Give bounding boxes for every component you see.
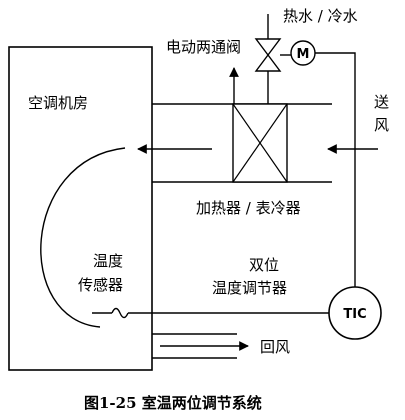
control-signal-line: [315, 52, 356, 288]
water-label: 热水 / 冷水: [283, 7, 358, 25]
figure-caption: 图1-25 室温两位调节系统: [84, 394, 262, 412]
coil-box: [232, 103, 288, 183]
controller-label-1: 双位: [249, 256, 279, 274]
two-way-valve: [254, 38, 282, 72]
valve-label: 电动两通阀: [166, 38, 241, 56]
room-label: 空调机房: [28, 94, 88, 112]
supply-air-label-1: 送: [374, 93, 389, 111]
sensor-label-2: 传感器: [78, 276, 123, 294]
motor-tag: M: [297, 47, 310, 62]
controller-label-2: 温度调节器: [212, 279, 287, 297]
room-box: [8, 46, 153, 371]
supply-air-label-2: 风: [374, 116, 389, 134]
sensor-label-1: 温度: [93, 252, 123, 270]
coil-label: 加热器 / 表冷器: [196, 199, 301, 217]
temperature-sensor: [92, 307, 329, 319]
return-air-label: 回风: [260, 338, 290, 356]
controller-tag: TIC: [343, 307, 366, 322]
room-air-circulation-arc: [40, 147, 126, 328]
